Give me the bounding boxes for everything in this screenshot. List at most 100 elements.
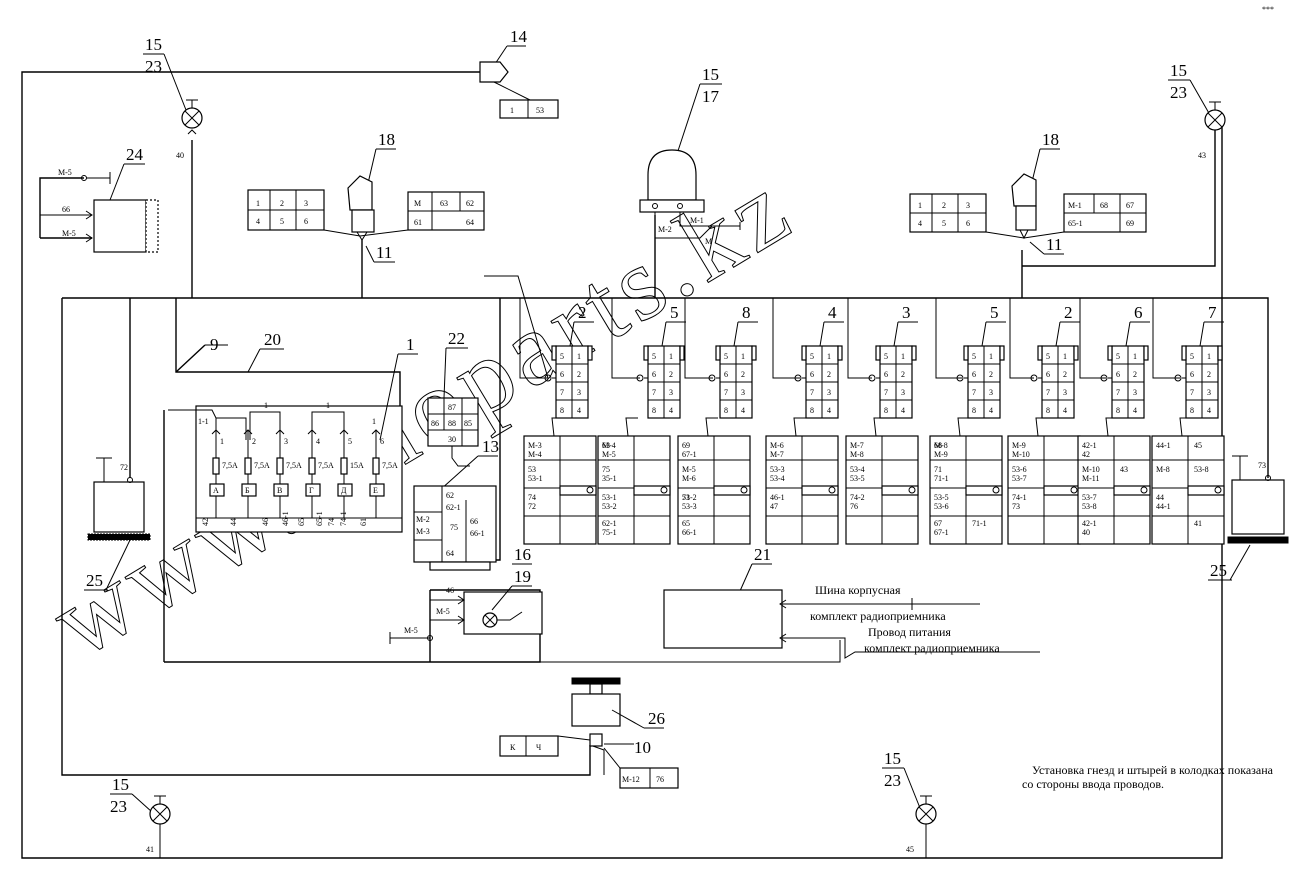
connector-cell: М-6 xyxy=(682,474,696,483)
connector-cell: 73 xyxy=(1012,502,1020,511)
connector-cell: 53-6 xyxy=(1012,465,1027,474)
fuse-output: Б xyxy=(245,486,250,495)
relay-pin: 6 xyxy=(652,370,656,379)
connector-block-4[interactable]: М-6М-753-353-446-147 xyxy=(765,417,839,545)
fuse-2[interactable]: 27,5AБ xyxy=(241,429,270,518)
relay-pin: 4 xyxy=(827,406,831,415)
switch-18-left[interactable]: 18 1 2 3 4 5 6 М 63 62 61 64 11 xyxy=(247,130,485,263)
svg-text:65-1: 65-1 xyxy=(1068,219,1083,228)
block-13[interactable]: 13 62 62-1 М-2 М-3 75 66 66-1 64 xyxy=(413,437,499,571)
svg-text:46: 46 xyxy=(446,586,454,595)
svg-text:88: 88 xyxy=(448,419,456,428)
connector-cell: М-8 xyxy=(1156,465,1170,474)
fuse-rating: 15A xyxy=(350,461,364,470)
fuse-wire-74: 74 xyxy=(327,518,336,526)
svg-text:64: 64 xyxy=(466,218,474,227)
lamp-top-left[interactable]: 15 23 40 xyxy=(143,35,203,160)
fuse-terminal: 6 xyxy=(380,437,384,446)
fuse-3[interactable]: 37,5AВ xyxy=(273,429,302,518)
note-line-1: Установка гнезд и штырей в колодках пока… xyxy=(1032,763,1274,777)
switch-14[interactable]: 14 1 53 xyxy=(479,27,559,119)
svg-text:15: 15 xyxy=(112,775,129,794)
fuse-wire-74-1: 74-1 xyxy=(339,511,348,526)
fuse-block[interactable]: 1 20 9 1-1 1 1 1 17,5AА27,5AБ37,5AВ47,5A… xyxy=(168,330,418,533)
relay-pin: 3 xyxy=(741,388,745,397)
radio-21[interactable]: 21 Шина корпусная комплект радиоприемник… xyxy=(663,545,1000,655)
svg-text:18: 18 xyxy=(1042,130,1059,149)
svg-text:63: 63 xyxy=(440,199,448,208)
switch-18-right[interactable]: 18 1 2 3 4 5 6 М-1 68 67 65-1 69 11 xyxy=(909,130,1147,255)
svg-text:4: 4 xyxy=(256,217,260,226)
fuse-4[interactable]: 47,5AГ xyxy=(305,429,334,518)
connector-cell: 53-6 xyxy=(934,502,949,511)
connector-cell: 53-2 xyxy=(682,493,697,502)
svg-text:1: 1 xyxy=(510,106,514,115)
connector-cell: М-10 xyxy=(1082,465,1100,474)
unit-26[interactable]: 26 10 К Ч М-12 76 xyxy=(499,677,679,789)
relay-pin: 3 xyxy=(989,388,993,397)
svg-text:73: 73 xyxy=(1258,461,1266,470)
relay-pin: 5 xyxy=(724,352,728,361)
fuse-6[interactable]: 67,5AЕ xyxy=(369,429,398,518)
connector-cell: М-3 xyxy=(528,441,542,450)
lamp-bottom-right[interactable]: 15 23 45 xyxy=(882,749,937,858)
relay-pin: 5 xyxy=(972,352,976,361)
connector-cell: 53-4 xyxy=(770,474,785,483)
relay-pin: 5 xyxy=(1190,352,1194,361)
fuse-wire-46: 46 xyxy=(261,518,270,526)
relay-pin: 5 xyxy=(810,352,814,361)
lamp-top-right[interactable]: 15 23 43 xyxy=(1168,61,1226,160)
note-line-2: со стороны ввода проводов. xyxy=(1022,777,1164,791)
relay-pin: 4 xyxy=(989,406,993,415)
relay-pin: 3 xyxy=(901,388,905,397)
connector-block-5[interactable]: М-7М-853-453-574-276 xyxy=(845,417,919,545)
connector-cell: 53-5 xyxy=(850,474,865,483)
relay-pin: 6 xyxy=(972,370,976,379)
horn-25-left[interactable]: 72 25 xyxy=(84,457,151,591)
fuse-rating: 7,5A xyxy=(222,461,238,470)
fuse-output: А xyxy=(213,486,219,495)
connector-cell: М-6 xyxy=(770,441,784,450)
fuse-output: Е xyxy=(373,486,378,495)
relay-pin: 5 xyxy=(1046,352,1050,361)
connector-cell: 72 xyxy=(528,502,536,511)
svg-text:23: 23 xyxy=(110,797,127,816)
svg-text:М-5: М-5 xyxy=(62,229,76,238)
relay-pin: 7 xyxy=(1190,388,1194,397)
radio-power-kit: комплект радиоприемника xyxy=(864,641,1000,655)
horn-25-right[interactable]: 73 25 xyxy=(1208,455,1289,581)
svg-text:М: М xyxy=(414,199,421,208)
motor-24[interactable]: 24 М-5 66 М-5 xyxy=(40,145,159,253)
connector-cell: 71-1 xyxy=(934,474,949,483)
relay-pin: 2 xyxy=(901,370,905,379)
dome-lamp[interactable]: 15 17 М-1 М-2 М xyxy=(639,65,741,246)
relay-pin: 3 xyxy=(827,388,831,397)
svg-text:14: 14 xyxy=(510,27,528,46)
block-22[interactable]: 22 87 86 88 85 30 xyxy=(427,329,479,467)
connector-cell: 53-3 xyxy=(682,502,697,511)
fuse-1[interactable]: 17,5AА xyxy=(209,429,238,518)
connector-cell: М-4 xyxy=(528,450,542,459)
lamp-bottom-left[interactable]: 15 23 41 xyxy=(110,775,171,858)
relay-pin: 1 xyxy=(1133,352,1137,361)
switch-16[interactable]: 16 19 46 М-5 М-5 xyxy=(389,545,543,644)
connector-cell: 42 xyxy=(1082,450,1090,459)
svg-text:62: 62 xyxy=(446,491,454,500)
